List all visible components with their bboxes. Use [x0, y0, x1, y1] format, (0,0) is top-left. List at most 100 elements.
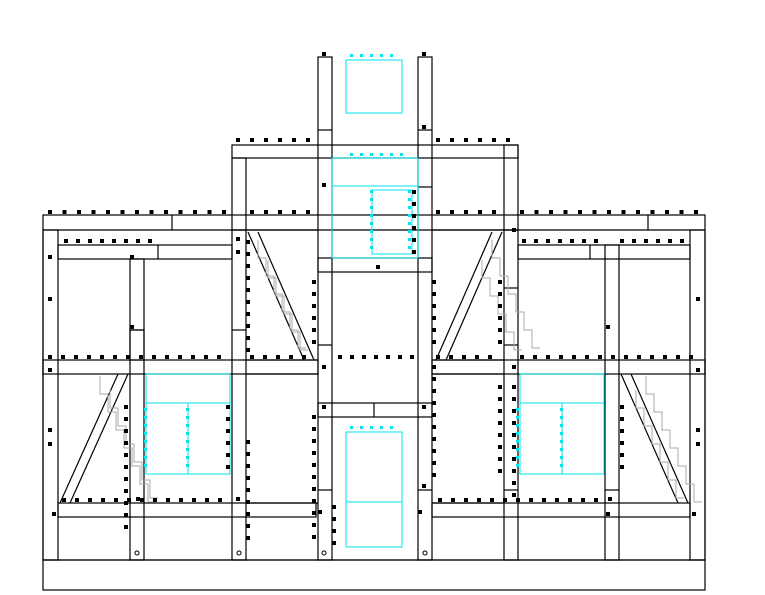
fixture-markers	[144, 54, 563, 467]
connector-bolt	[503, 498, 507, 502]
connector-bolt	[498, 316, 502, 320]
fixture-marker	[144, 424, 147, 427]
connector-bolt	[412, 238, 416, 242]
connector-bolt	[318, 510, 322, 514]
connector-bolt	[559, 355, 563, 359]
connector-bolt	[410, 355, 414, 359]
fixture-marker	[560, 432, 563, 435]
connector-bolt	[498, 469, 502, 473]
connector-bolt	[302, 355, 306, 359]
connector-bolt	[676, 355, 680, 359]
connector-bolt	[246, 440, 250, 444]
connector-bolt	[246, 464, 250, 468]
connector-bolt	[498, 445, 502, 449]
connector-bolt	[492, 138, 496, 142]
connector-bolt	[451, 498, 455, 502]
connector-bolt	[236, 138, 240, 142]
connector-bolt	[246, 452, 250, 456]
fixture-marker	[516, 464, 519, 467]
stair-profile	[491, 240, 540, 349]
connector-bolt	[312, 292, 316, 296]
connector-bolt	[332, 505, 336, 509]
fixture-marker	[516, 448, 519, 451]
connector-bolt	[48, 355, 52, 359]
connector-bolt	[76, 239, 80, 243]
connector-bolt	[312, 427, 316, 431]
connector-bolt	[477, 498, 481, 502]
connector-bolt	[124, 465, 128, 469]
connector-bolt	[179, 498, 183, 502]
connector-bolt	[422, 52, 426, 56]
stair-profile	[635, 390, 684, 499]
connector-bolt	[292, 138, 296, 142]
stair-profile	[99, 376, 156, 503]
connector-bolt	[694, 210, 698, 214]
connector-bolt	[124, 513, 128, 517]
connector-bolt	[246, 276, 250, 280]
anchor-circle	[321, 550, 327, 556]
connector-bolt	[520, 355, 524, 359]
connector-bolt	[250, 138, 254, 142]
connector-bolt	[512, 445, 516, 449]
fixture-marker	[370, 238, 373, 241]
connector-bolt	[488, 355, 492, 359]
connector-bolt	[332, 541, 336, 545]
fixture-marker	[408, 206, 411, 209]
connector-bolt	[312, 499, 316, 503]
connector-bolt	[432, 304, 436, 308]
connector-bolt	[312, 487, 316, 491]
connector-bolt	[492, 210, 496, 214]
fixture-marker	[408, 214, 411, 217]
fixture-marker	[408, 246, 411, 249]
connector-bolt	[668, 239, 672, 243]
connector-bolt	[581, 498, 585, 502]
connector-bolt	[598, 355, 602, 359]
connector-bolt	[432, 365, 436, 369]
connector-bolt	[312, 304, 316, 308]
fixture-marker	[350, 426, 353, 429]
foundation-slab	[42, 559, 706, 591]
fixture-marker	[390, 426, 393, 429]
fixture-marker	[144, 432, 147, 435]
fixture-marker	[380, 426, 383, 429]
connector-bolt	[632, 239, 636, 243]
connector-bolt	[124, 489, 128, 493]
connector-bolt	[124, 453, 128, 457]
connector-bolt	[236, 237, 240, 241]
fixture-marker	[370, 206, 373, 209]
connector-bolt	[88, 498, 92, 502]
connector-bolt	[226, 453, 230, 457]
connector-bolt	[620, 405, 624, 409]
connector-bolt	[130, 255, 134, 259]
connector-bolt	[432, 377, 436, 381]
connector-bolt	[438, 498, 442, 502]
fixture-marker	[516, 440, 519, 443]
connector-bolt	[529, 498, 533, 502]
connector-bolt	[165, 355, 169, 359]
connector-bolt	[498, 328, 502, 332]
fixture-marker	[144, 456, 147, 459]
connector-bolt	[312, 511, 316, 515]
connector-bolt	[636, 210, 640, 214]
fixture-marker	[390, 153, 393, 156]
connector-bolt	[246, 488, 250, 492]
connector-bolt	[512, 409, 516, 413]
connector-bolt	[621, 210, 626, 214]
connector-bolt	[449, 355, 453, 359]
connector-bolt	[222, 210, 226, 214]
connector-bolt	[498, 292, 502, 296]
connector-bolt	[204, 355, 208, 359]
fixture-marker	[360, 153, 363, 156]
connector-bolt	[153, 498, 157, 502]
connector-bolt	[620, 453, 624, 457]
fixture-marker	[370, 190, 373, 193]
fixture-marker	[516, 424, 519, 427]
connector-bolt	[432, 425, 436, 429]
stair-profile	[267, 260, 308, 351]
connector-bolt	[100, 239, 104, 243]
central-block-frame	[130, 56, 619, 561]
connector-bolt	[450, 138, 454, 142]
connector-bolt	[48, 368, 52, 372]
connector-bolt	[432, 292, 436, 296]
connector-bolt	[124, 477, 128, 481]
